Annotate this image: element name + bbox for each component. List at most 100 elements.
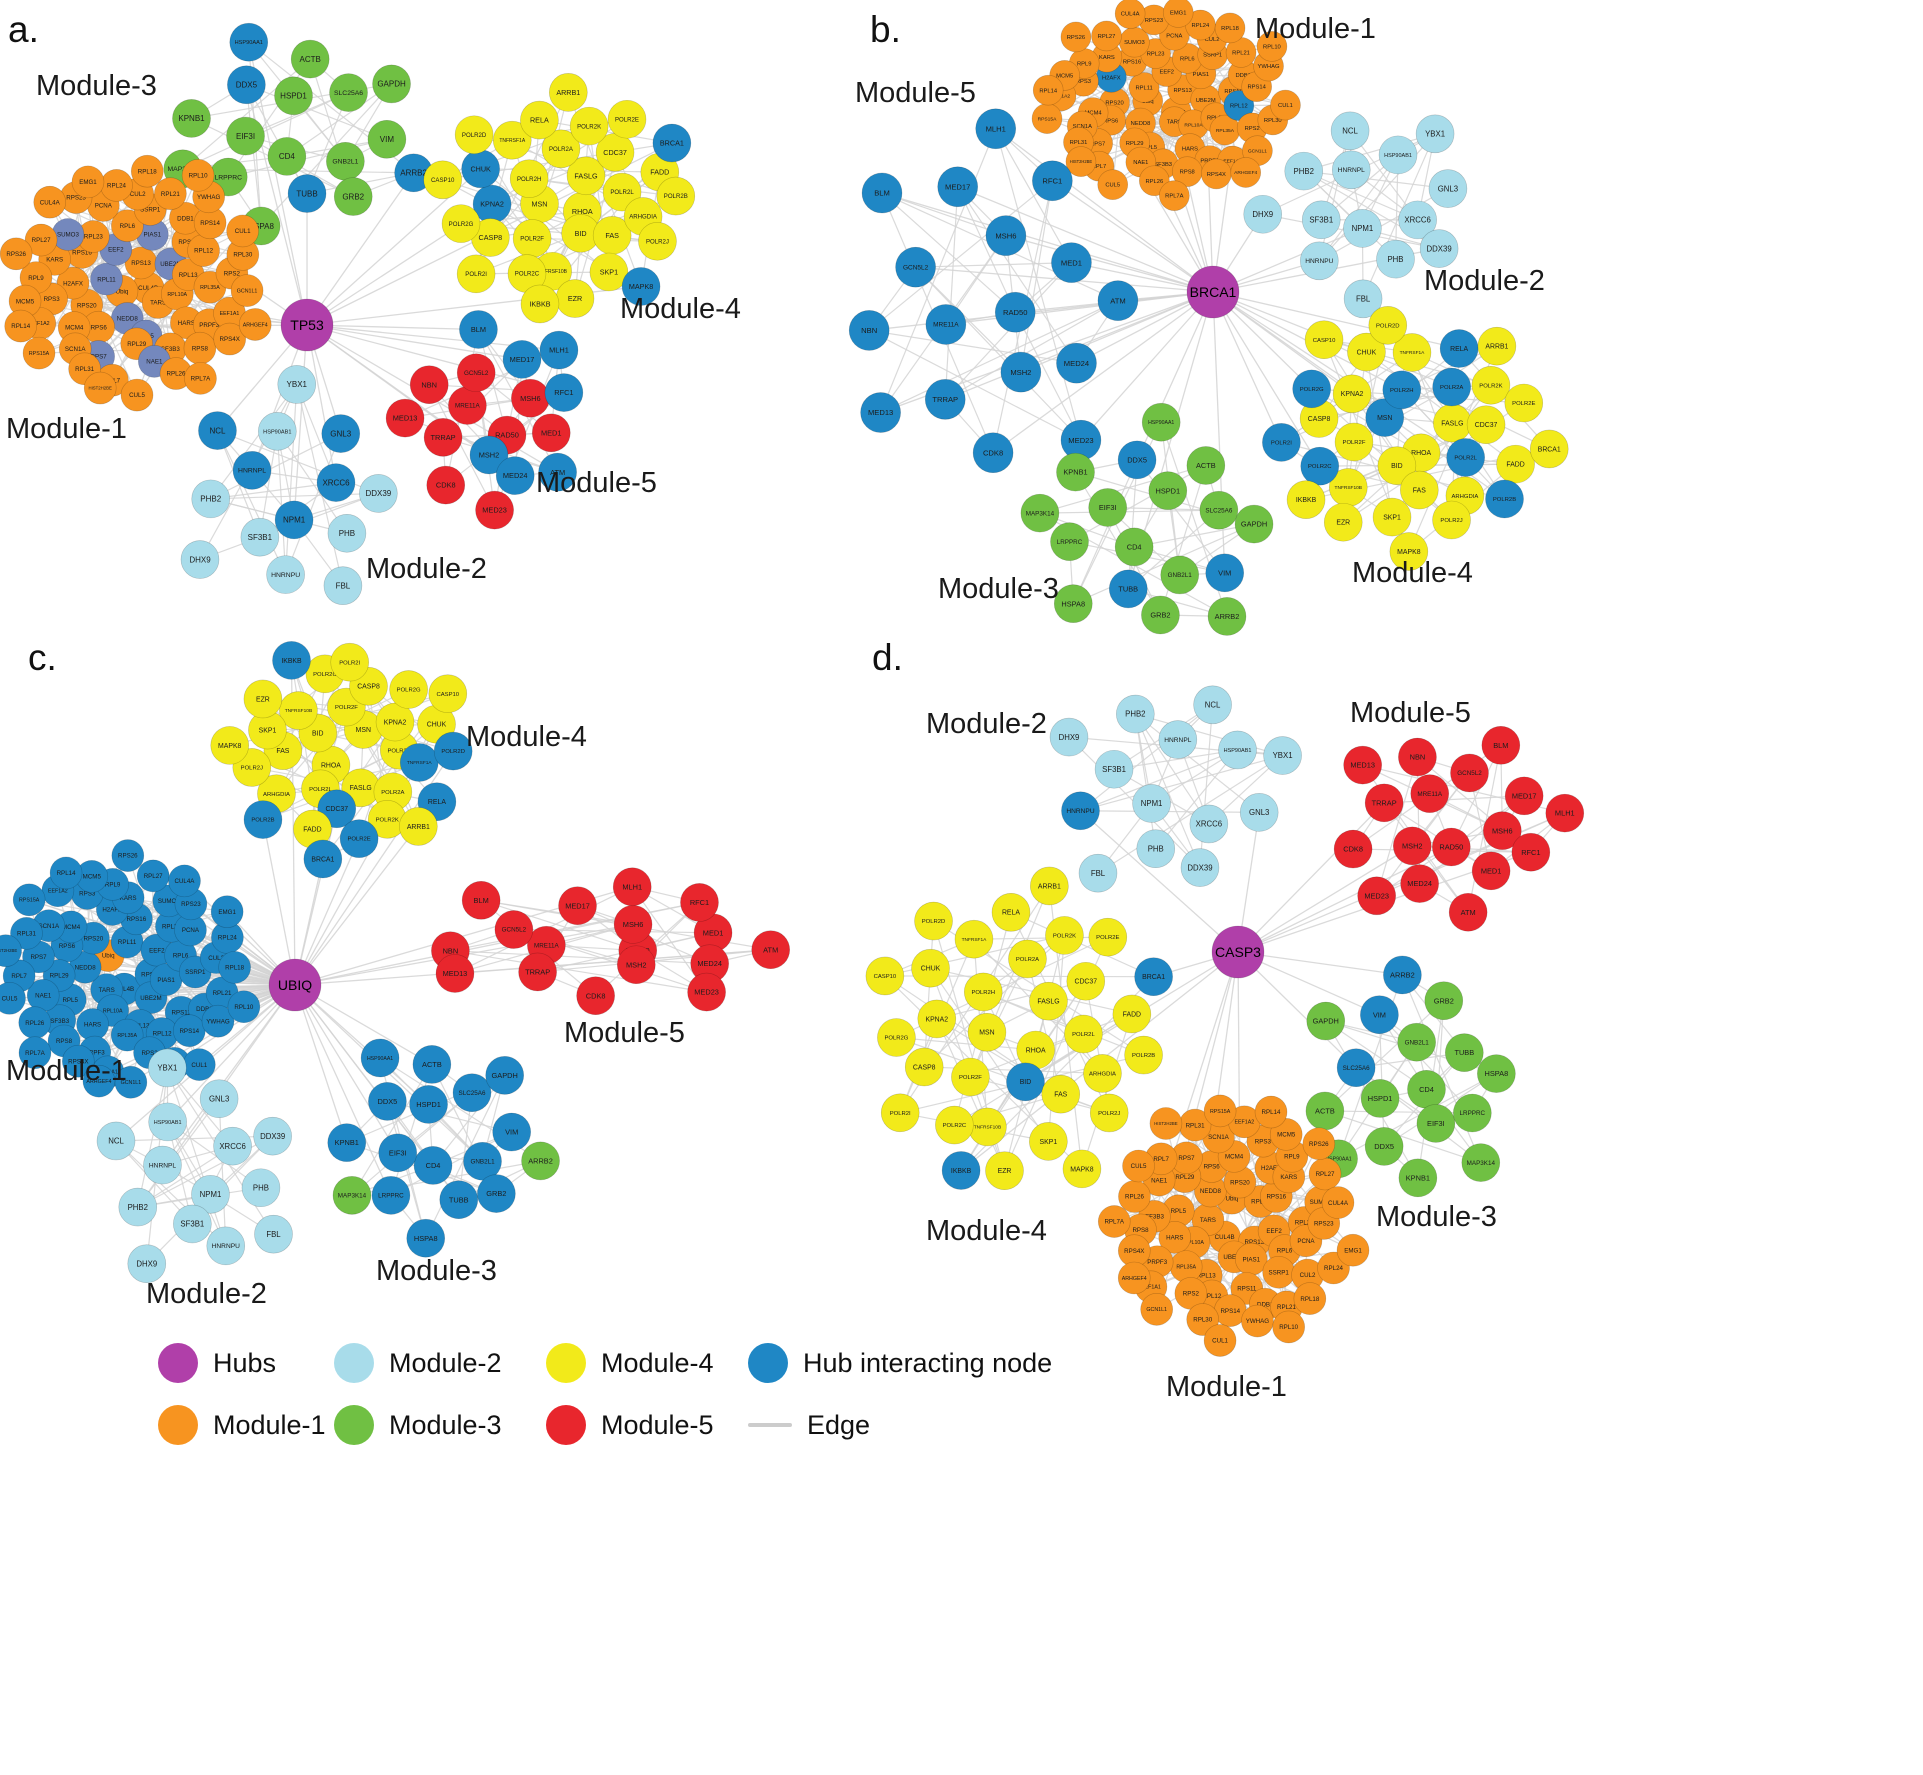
network-node[interactable]: TRRAP: [423, 418, 463, 457]
network-node[interactable]: GAPDH: [1306, 1001, 1346, 1041]
network-node[interactable]: CASP10: [1304, 320, 1344, 360]
network-node[interactable]: POLR2H: [509, 159, 549, 198]
network-node[interactable]: HSPD1: [1148, 471, 1188, 510]
network-node[interactable]: EZR: [555, 279, 595, 318]
network-node[interactable]: RPL21: [154, 177, 187, 210]
network-node[interactable]: HSP90AA1: [229, 22, 269, 62]
network-node[interactable]: KPNB1: [327, 1123, 367, 1162]
network-node[interactable]: RFC1: [1511, 832, 1551, 872]
network-node[interactable]: PHB2: [1116, 694, 1155, 734]
network-node[interactable]: EMG1: [71, 165, 105, 199]
network-node[interactable]: POLR2I: [1262, 423, 1301, 462]
network-node[interactable]: NCL: [1193, 685, 1232, 725]
network-node[interactable]: CUL5: [120, 378, 154, 412]
network-node[interactable]: POLR2E: [1504, 383, 1544, 423]
hub-node[interactable]: BRCA1: [1186, 265, 1240, 319]
network-node[interactable]: TRRAP: [1364, 783, 1404, 823]
network-node[interactable]: DDX5: [1117, 440, 1157, 480]
network-node[interactable]: ARHGEF4: [238, 308, 272, 341]
network-node[interactable]: TNFRSF10B: [968, 1107, 1007, 1147]
network-node[interactable]: BRCA1: [1134, 957, 1173, 997]
network-node[interactable]: YBX1: [1263, 736, 1302, 775]
network-node[interactable]: MAP3K14: [1461, 1143, 1501, 1182]
network-node[interactable]: RPL7A: [1159, 180, 1190, 211]
network-node[interactable]: MLH1: [1545, 793, 1585, 833]
network-node[interactable]: ACTB: [290, 39, 330, 79]
network-node[interactable]: MED17: [502, 340, 542, 379]
network-node[interactable]: KPNB1: [1056, 452, 1095, 492]
network-node[interactable]: RPS4X: [1201, 158, 1232, 190]
network-node[interactable]: DHX9: [1049, 717, 1089, 757]
network-node[interactable]: MED13: [1343, 745, 1382, 785]
network-node[interactable]: FASLG: [1029, 981, 1068, 1021]
network-node[interactable]: MSH2: [1392, 826, 1432, 866]
network-node[interactable]: MAP3K14: [332, 1176, 372, 1215]
network-node[interactable]: RPS15A: [1203, 1094, 1237, 1128]
network-node[interactable]: MLH1: [975, 108, 1017, 150]
network-node[interactable]: DDX39: [253, 1116, 292, 1156]
network-node[interactable]: DDX39: [1419, 229, 1459, 268]
network-node[interactable]: EMG1: [1162, 0, 1194, 28]
network-node[interactable]: MSH6: [985, 215, 1027, 256]
network-node[interactable]: NCL: [198, 411, 237, 450]
network-node[interactable]: CDK8: [426, 465, 466, 505]
network-node[interactable]: DHX9: [180, 540, 220, 579]
network-node[interactable]: SLC25A6: [1336, 1048, 1376, 1087]
network-node[interactable]: CD4: [1407, 1069, 1446, 1109]
network-node[interactable]: HIST2H2BE: [1149, 1107, 1183, 1140]
network-node[interactable]: POLR2F: [951, 1057, 990, 1097]
network-node[interactable]: ARRB1: [399, 807, 438, 846]
network-node[interactable]: ARRB1: [1477, 326, 1517, 366]
network-node[interactable]: ACTB: [1186, 446, 1226, 485]
network-node[interactable]: RPL10: [181, 159, 215, 192]
network-node[interactable]: RPL14: [1254, 1095, 1288, 1129]
network-node[interactable]: RPL7A: [1097, 1205, 1131, 1238]
network-node[interactable]: SLC25A6: [1199, 490, 1239, 530]
network-node[interactable]: HSPA8: [1477, 1054, 1516, 1093]
network-node[interactable]: HNRNPU: [1300, 241, 1339, 281]
network-node[interactable]: POLR2J: [638, 221, 677, 261]
network-node[interactable]: RPL18: [1214, 12, 1246, 44]
network-node[interactable]: DDX5: [227, 65, 266, 105]
network-node[interactable]: GNB2L1: [326, 141, 365, 181]
network-node[interactable]: EIF3I: [1416, 1104, 1456, 1143]
network-node[interactable]: PHB: [327, 513, 367, 553]
network-node[interactable]: CD4: [413, 1146, 453, 1185]
network-node[interactable]: POLR2J: [1089, 1093, 1129, 1133]
network-node[interactable]: EZR: [1323, 502, 1363, 542]
network-node[interactable]: FBL: [323, 566, 363, 605]
network-node[interactable]: HNRNPU: [1061, 791, 1100, 831]
network-node[interactable]: HNRNPL: [143, 1145, 182, 1185]
network-node[interactable]: GCN1L1: [1140, 1293, 1173, 1326]
network-node[interactable]: IKBKB: [520, 284, 560, 324]
network-node[interactable]: MED1: [531, 413, 571, 453]
network-node[interactable]: CUL1: [226, 214, 259, 248]
network-node[interactable]: RPS26: [0, 237, 33, 271]
network-node[interactable]: RELA: [1439, 329, 1479, 368]
network-node[interactable]: GNL3: [1428, 169, 1468, 208]
network-node[interactable]: XRCC6: [1189, 804, 1229, 844]
network-node[interactable]: POLR2F: [512, 219, 552, 258]
network-node[interactable]: RELA: [520, 100, 559, 140]
network-node[interactable]: POLR2G: [877, 1018, 916, 1057]
network-node[interactable]: LRPPRC: [1453, 1093, 1492, 1133]
network-node[interactable]: PHB: [241, 1168, 281, 1208]
network-node[interactable]: CD4: [267, 137, 307, 176]
network-node[interactable]: MSH2: [616, 945, 656, 985]
network-node[interactable]: RPL18: [130, 154, 164, 188]
network-node[interactable]: IKBKB: [272, 641, 311, 680]
network-node[interactable]: EMG1: [210, 895, 244, 928]
network-node[interactable]: MSN: [967, 1012, 1007, 1052]
network-node[interactable]: TUBB: [287, 174, 327, 213]
network-node[interactable]: MLH1: [539, 330, 579, 370]
network-node[interactable]: RELA: [991, 892, 1031, 932]
network-node[interactable]: NBN: [409, 365, 449, 405]
network-node[interactable]: POLR2B: [243, 800, 283, 839]
network-node[interactable]: HSP90AB1: [258, 412, 297, 451]
network-node[interactable]: NPM1: [274, 500, 314, 540]
network-node[interactable]: RAD50: [1432, 827, 1471, 867]
network-node[interactable]: CHUK: [461, 149, 500, 189]
network-node[interactable]: RPL12: [187, 234, 220, 267]
network-node[interactable]: RPS26: [1302, 1127, 1336, 1161]
network-node[interactable]: HSP90AA1: [360, 1038, 400, 1078]
